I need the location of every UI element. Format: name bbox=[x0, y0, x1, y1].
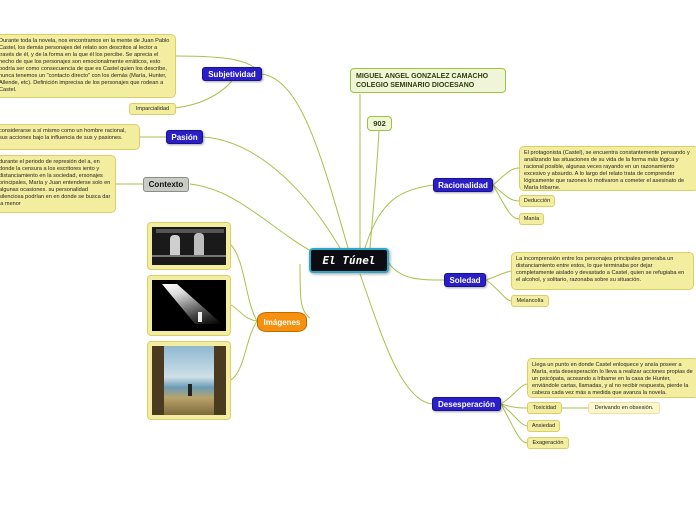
tag-ansiedad[interactable]: Ansiedad bbox=[527, 420, 560, 432]
note-desesperacion: Llega un punto en donde Castel enloquece… bbox=[527, 358, 696, 398]
tag-mania[interactable]: Manía bbox=[519, 213, 544, 225]
window-painting bbox=[152, 346, 226, 415]
image-3[interactable] bbox=[147, 341, 231, 420]
note-contexto: durante el periodo de represión del a, e… bbox=[0, 155, 116, 213]
author-box: MIGUEL ANGEL GONZALEZ CAMACHO COLEGIO SE… bbox=[350, 68, 506, 93]
tag-toxicidad[interactable]: Toxicidad bbox=[527, 402, 562, 414]
note-racionalidad-text: El protagonista (Castel), se encuentra c… bbox=[524, 150, 690, 191]
author-name: MIGUEL ANGEL GONZALEZ CAMACHO bbox=[356, 73, 489, 80]
note-desesperacion-text: Llega un punto en donde Castel enloquece… bbox=[532, 362, 693, 396]
note-racionalidad: El protagonista (Castel), se encuentra c… bbox=[519, 146, 696, 191]
topic-subjetividad[interactable]: Subjetividad bbox=[202, 67, 262, 81]
note-soledad: La incomprensión entre los personajes pr… bbox=[511, 252, 694, 290]
note-pasion-text: considerarse a sí mismo como un hombre r… bbox=[0, 128, 126, 141]
note-subjetividad-text: Durante toda la novela, nos encontramos … bbox=[0, 38, 170, 93]
topic-imagenes[interactable]: Imágenes bbox=[257, 312, 307, 332]
tag-imparcialidad[interactable]: Imparcialidad bbox=[129, 103, 176, 115]
note-soledad-text: La incomprensión entre los personajes pr… bbox=[516, 256, 685, 283]
note-subjetividad: Durante toda la novela, nos encontramos … bbox=[0, 34, 176, 98]
tag-melancolia[interactable]: Melancolía bbox=[511, 295, 549, 307]
central-topic[interactable]: El Túnel bbox=[309, 248, 389, 273]
note-pasion: considerarse a sí mismo como un hombre r… bbox=[0, 124, 140, 150]
image-2[interactable] bbox=[147, 275, 231, 336]
topic-soledad[interactable]: Soledad bbox=[444, 273, 486, 287]
stage-photo bbox=[152, 227, 226, 265]
tag-derivando-en-obsesion[interactable]: Derivando en obsesión. bbox=[588, 402, 660, 414]
school-name: COLEGIO SEMINARIO DIOCESANO bbox=[356, 82, 475, 90]
topic-racionalidad[interactable]: Racionalidad bbox=[433, 178, 493, 192]
group-code: 902 bbox=[367, 116, 392, 131]
topic-contexto[interactable]: Contexto bbox=[143, 177, 189, 192]
image-1[interactable] bbox=[147, 222, 231, 270]
tag-exageracion[interactable]: Exageración bbox=[527, 437, 569, 449]
note-contexto-text: durante el periodo de represión del a, e… bbox=[0, 159, 111, 207]
spotlight-photo bbox=[152, 280, 226, 331]
tag-deduccion[interactable]: Deducción bbox=[519, 195, 555, 207]
topic-pasion[interactable]: Pasión bbox=[166, 130, 203, 144]
topic-desesperacion[interactable]: Desesperación bbox=[432, 397, 501, 411]
